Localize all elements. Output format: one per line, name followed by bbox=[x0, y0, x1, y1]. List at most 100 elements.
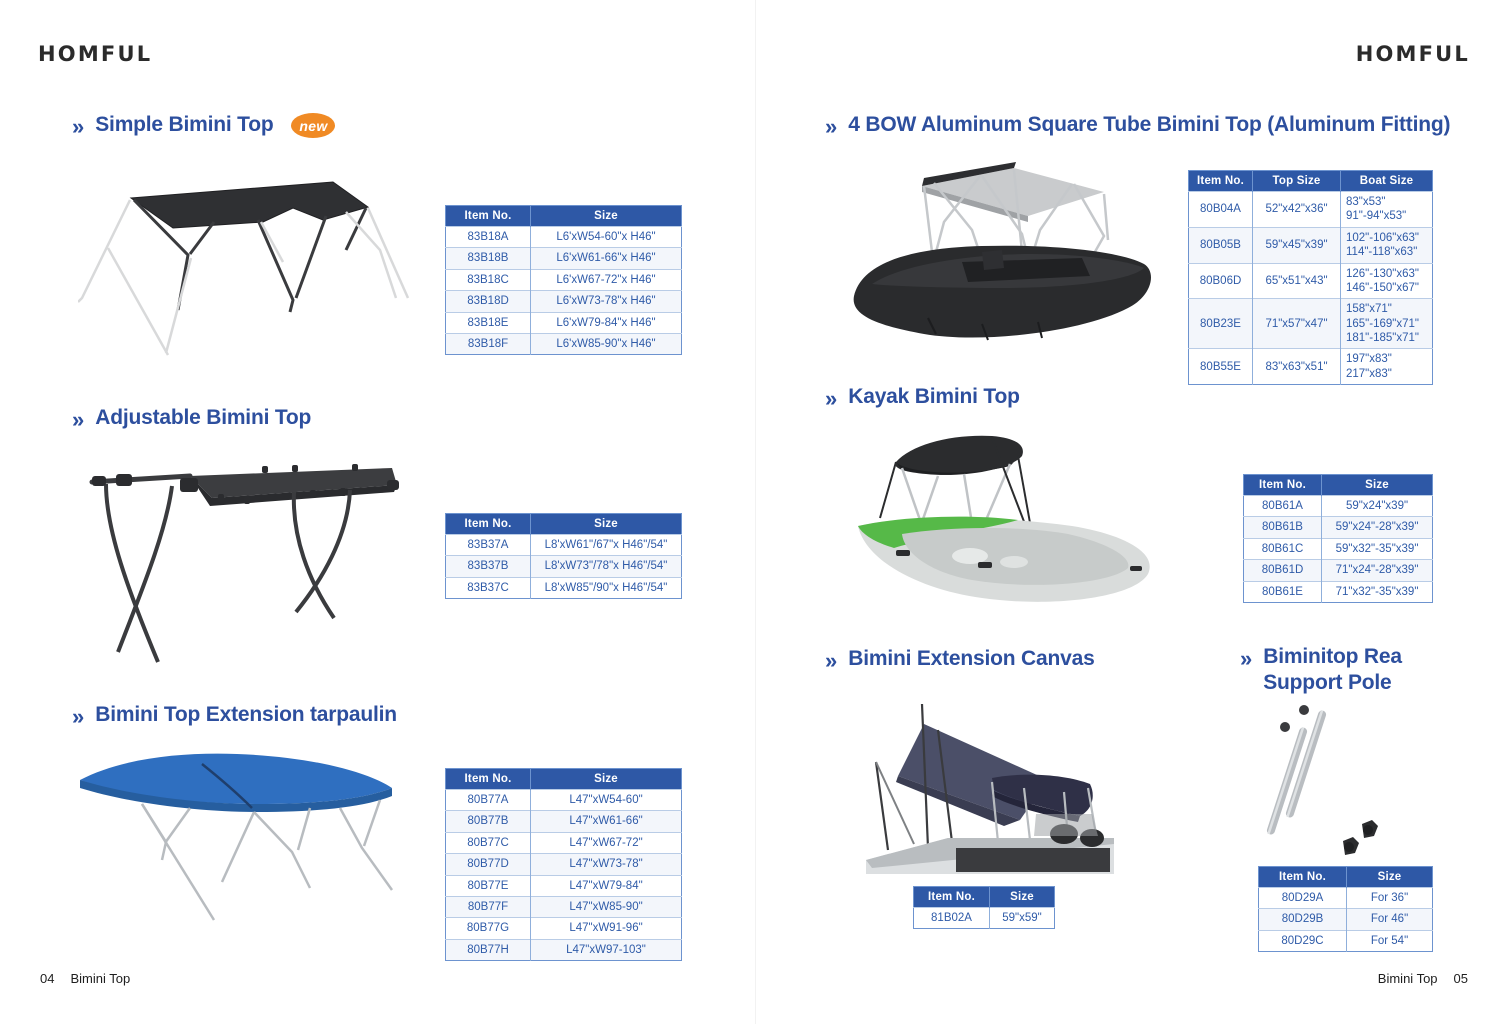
cell-item-no: 83B18A bbox=[445, 225, 531, 248]
footer-label-right: Bimini Top bbox=[1377, 971, 1438, 986]
cell-size: L47"xW73-78" bbox=[530, 853, 682, 875]
chevron-double-right-icon: » bbox=[72, 407, 84, 432]
cell-size: L47"xW54-60" bbox=[530, 788, 682, 811]
cell-size: L6'xW61-66"x H46" bbox=[530, 247, 682, 270]
cell-item-no: 80B61C bbox=[1243, 537, 1322, 560]
cell-item-no: 80B77C bbox=[445, 831, 531, 854]
cell-size: 59"x24"x39" bbox=[1321, 494, 1433, 517]
column-header-size: Size bbox=[1346, 866, 1433, 888]
footer-label-left: Bimini Top bbox=[70, 971, 131, 986]
cell-boat-size: 83"x53" 91"-94"x53" bbox=[1340, 191, 1433, 228]
cell-size: 59"x32"-35"x39" bbox=[1321, 537, 1433, 560]
cell-boat-size: 158"x71" 165"-169"x71" 181"-185"x71" bbox=[1340, 298, 1433, 349]
table-header-row: Item No. Size bbox=[445, 513, 682, 535]
column-header-size: Size bbox=[530, 513, 682, 535]
cell-boat-size: 126"-130"x63" 146"-150"x67" bbox=[1340, 262, 1433, 299]
cell-size: 71"x32"-35"x39" bbox=[1321, 580, 1433, 603]
table-header-row: Item No. Size bbox=[445, 768, 682, 790]
footer-left: 04 Bimini Top bbox=[40, 971, 130, 986]
section-heading-simple-bimini-top: » Simple Bimini Top new bbox=[72, 112, 336, 138]
chevron-double-right-icon: » bbox=[825, 114, 837, 139]
cell-item-no: 83B18D bbox=[445, 290, 531, 312]
cell-item-no: 80B61A bbox=[1243, 494, 1322, 517]
section-title: Bimini Top Extension tarpaulin bbox=[95, 703, 397, 726]
cell-size: L8'xW61"/67"x H46"/54" bbox=[530, 533, 682, 556]
cell-item-no: 80B61D bbox=[1243, 559, 1322, 581]
section-heading-4-bow-aluminum: » 4 BOW Aluminum Square Tube Bimini Top … bbox=[825, 112, 1450, 138]
cell-size: For 54" bbox=[1346, 929, 1433, 952]
chevron-double-right-icon: » bbox=[1240, 646, 1252, 671]
table-header-row: Item No. Size bbox=[1243, 474, 1433, 496]
section-title: Adjustable Bimini Top bbox=[95, 406, 312, 429]
cell-size: L47"xW97-103" bbox=[530, 938, 682, 961]
product-image-support-pole bbox=[1258, 700, 1448, 855]
chevron-double-right-icon: » bbox=[825, 386, 837, 411]
column-header-top-size: Top Size bbox=[1252, 170, 1341, 192]
cell-item-no: 81B02A bbox=[913, 906, 990, 929]
cell-boat-size: 102"-106"x63" 114"-118"x63" bbox=[1340, 226, 1433, 263]
column-header-size: Size bbox=[1321, 474, 1433, 496]
cell-top-size: 52"x42"x36" bbox=[1252, 191, 1341, 228]
cell-size: L6'xW85-90"x H46" bbox=[530, 332, 682, 355]
section-title: 4 BOW Aluminum Square Tube Bimini Top (A… bbox=[848, 113, 1451, 136]
column-header-item-no: Item No. bbox=[913, 886, 990, 908]
section-heading-adjustable-bimini-top: » Adjustable Bimini Top bbox=[72, 405, 311, 431]
cell-size: L47"xW91-96" bbox=[530, 917, 682, 940]
column-header-item-no: Item No. bbox=[1243, 474, 1322, 496]
cell-size: L6'xW73-78"x H46" bbox=[530, 290, 682, 312]
page-number-right: 05 bbox=[1453, 971, 1468, 986]
cell-item-no: 80D29C bbox=[1258, 929, 1347, 952]
column-header-item-no: Item No. bbox=[1258, 866, 1347, 888]
cell-size: L8'xW85"/90"x H46"/54" bbox=[530, 576, 682, 599]
product-image-kayak-bimini-top bbox=[842, 422, 1202, 622]
product-image-bimini-extension-canvas bbox=[852, 692, 1122, 882]
page-spine bbox=[755, 0, 756, 1024]
table-header-row: Item No. Size bbox=[445, 205, 682, 227]
section-heading-bimini-top-extension-tarpaulin: » Bimini Top Extension tarpaulin bbox=[72, 702, 397, 728]
cell-size: L6'xW79-84"x H46" bbox=[530, 311, 682, 334]
cell-item-no: 83B18B bbox=[445, 247, 531, 270]
cell-item-no: 83B18F bbox=[445, 332, 531, 355]
cell-item-no: 80B05B bbox=[1188, 226, 1253, 263]
cell-item-no: 83B37C bbox=[445, 576, 531, 599]
cell-item-no: 80B61E bbox=[1243, 580, 1322, 603]
cell-item-no: 80B77H bbox=[445, 938, 531, 961]
section-heading-kayak-bimini-top: » Kayak Bimini Top bbox=[825, 384, 1020, 410]
product-image-4-bow-aluminum-boat bbox=[832, 156, 1182, 356]
page-number-left: 04 bbox=[40, 971, 55, 986]
cell-boat-size: 197"x83" 217"x83" bbox=[1340, 348, 1433, 385]
column-header-item-no: Item No. bbox=[1188, 170, 1253, 192]
cell-item-no: 80B77D bbox=[445, 853, 531, 875]
cell-top-size: 59"x45"x39" bbox=[1252, 226, 1341, 263]
cell-item-no: 80B06D bbox=[1188, 262, 1253, 299]
cell-item-no: 83B18E bbox=[445, 311, 531, 334]
cell-size: 71"x24"-28"x39" bbox=[1321, 559, 1433, 581]
